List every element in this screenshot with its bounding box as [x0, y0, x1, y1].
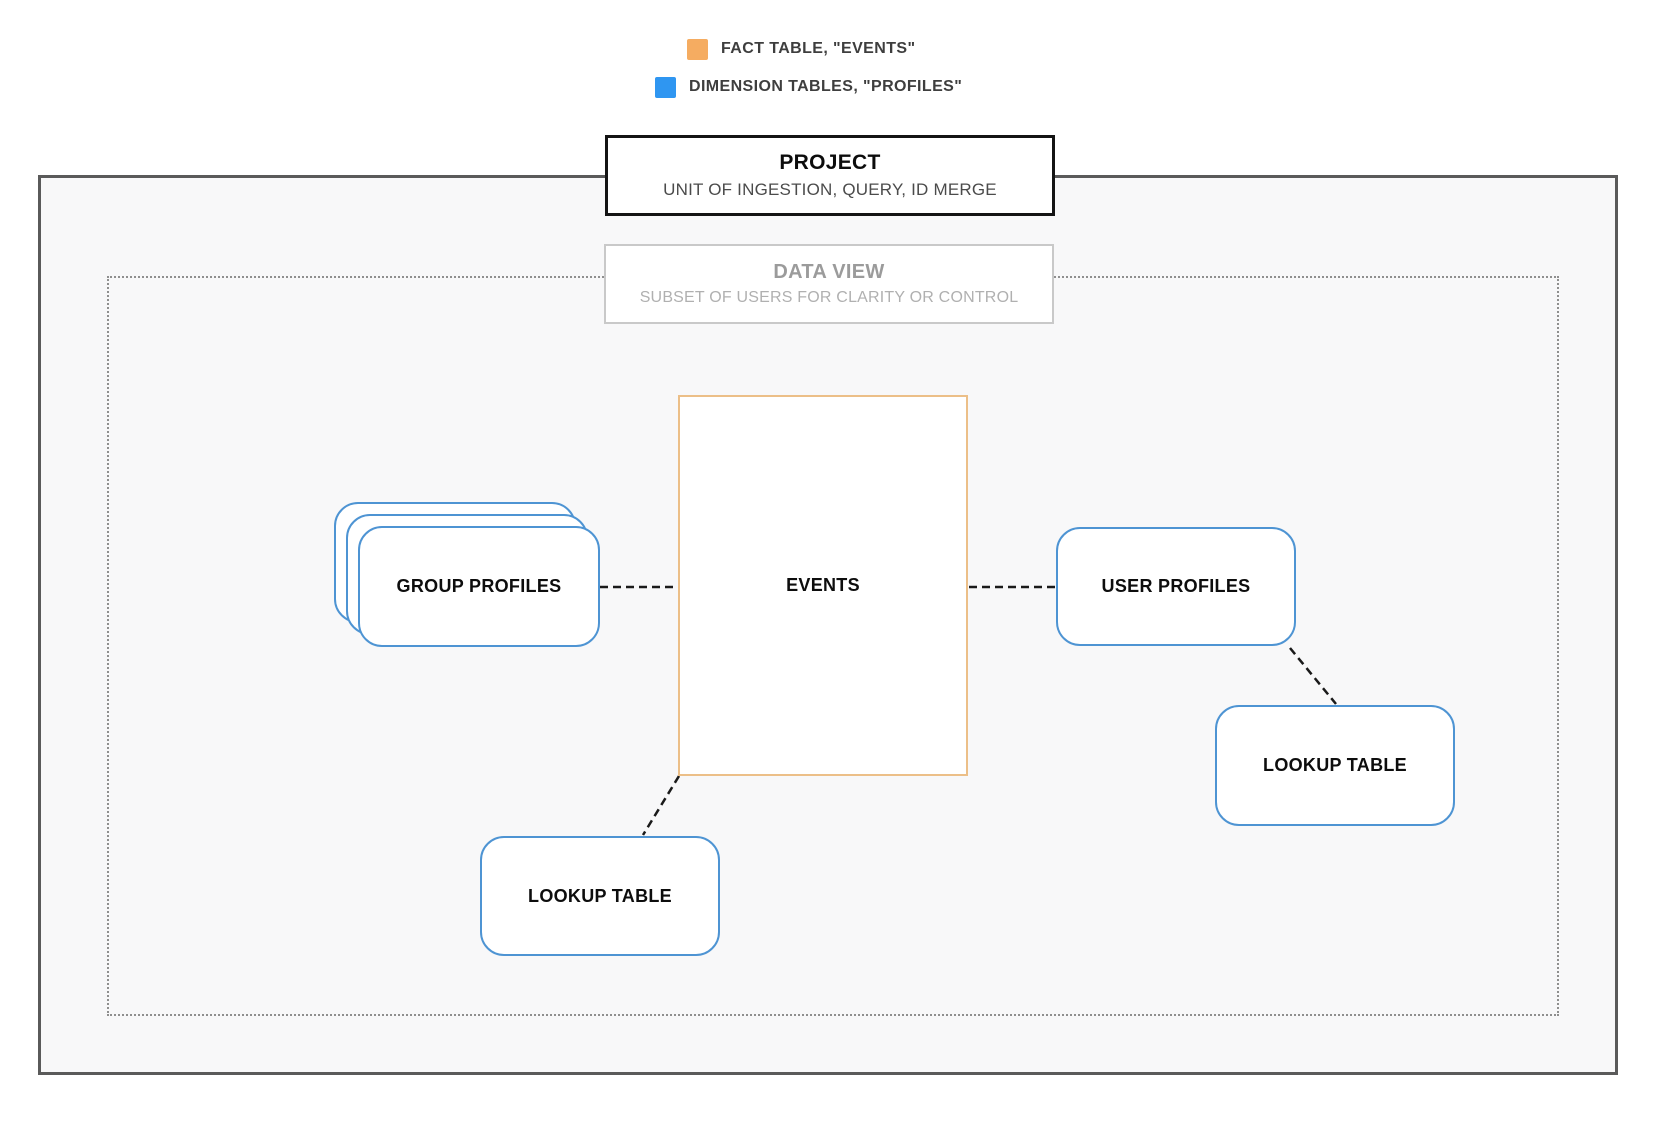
legend-item-fact: FACT TABLE, "EVENTS" — [687, 38, 915, 60]
project-title-box: PROJECT UNIT OF INGESTION, QUERY, ID MER… — [605, 135, 1055, 216]
data-view-subtitle: SUBSET OF USERS FOR CLARITY OR CONTROL — [639, 289, 1019, 306]
project-subtitle: UNIT OF INGESTION, QUERY, ID MERGE — [663, 180, 997, 199]
project-title: PROJECT — [779, 151, 881, 174]
node-user-profiles: USER PROFILES — [1056, 527, 1296, 646]
node-events: EVENTS — [678, 395, 968, 776]
node-events-label: EVENTS — [786, 575, 860, 595]
node-lookup-table-left-label: LOOKUP TABLE — [528, 885, 672, 906]
node-lookup-table-right: LOOKUP TABLE — [1215, 705, 1455, 826]
legend-item-dimension: DIMENSION TABLES, "PROFILES" — [655, 76, 962, 98]
dimension-table-swatch-icon — [655, 76, 676, 98]
node-lookup-table-right-label: LOOKUP TABLE — [1263, 755, 1407, 775]
data-view-title-box: DATA VIEW SUBSET OF USERS FOR CLARITY OR… — [604, 244, 1054, 324]
data-view-title: DATA VIEW — [773, 261, 885, 283]
node-group-profiles-label: GROUP PROFILES — [396, 576, 562, 596]
fact-table-swatch-icon — [687, 38, 708, 60]
node-user-profiles-label: USER PROFILES — [1101, 576, 1251, 596]
node-lookup-table-left: LOOKUP TABLE — [480, 836, 720, 956]
node-group-profiles: GROUP PROFILES — [358, 526, 600, 647]
legend-label-fact: FACT TABLE, "EVENTS" — [721, 40, 916, 57]
legend-label-dimension: DIMENSION TABLES, "PROFILES" — [689, 78, 963, 95]
